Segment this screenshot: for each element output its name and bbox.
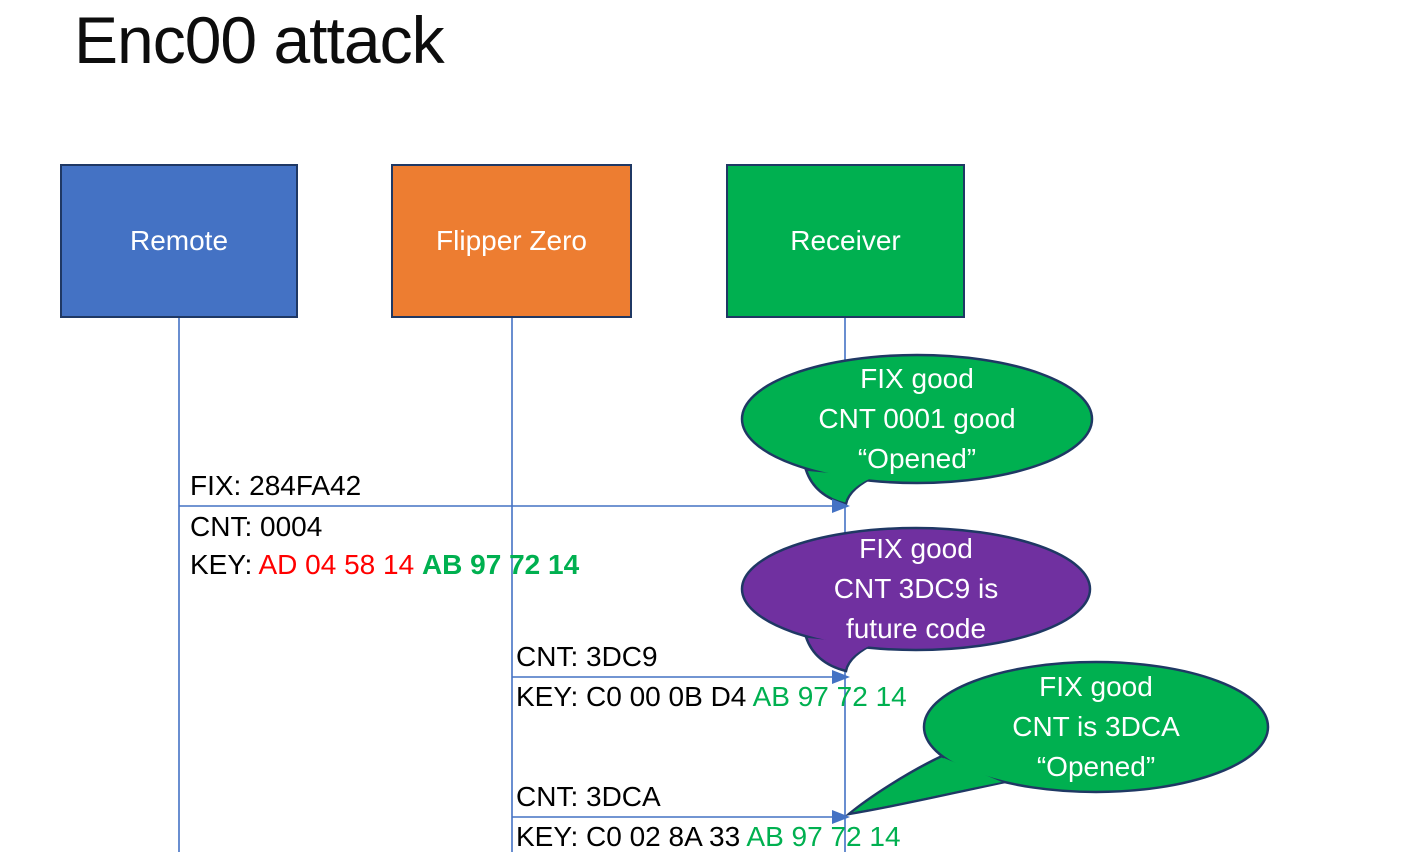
callout-bubble-opened-2 [844,660,1270,816]
callout1-line1: FIX good [860,363,974,394]
message2-cnt-line: CNT: 3DC9 [516,641,658,672]
callout1-text: FIX good CNT 0001 good “Opened” [818,359,1015,479]
callout-bubble-opened-1 [740,353,1094,506]
message1-key-line: KEY: AD 04 58 14 AB 97 72 14 [190,549,579,581]
message1-key-fixed-bytes: AB 97 72 14 [421,549,580,580]
slide-title: Enc00 attack [74,3,445,77]
callout3-line1: FIX good [1039,671,1153,702]
callout2-line3: future code [845,613,987,644]
callout-ellipse-2 [740,526,1092,652]
callout2-text: FIX good CNT 3DC9 is future code [834,529,998,649]
callout-ellipse-3 [922,660,1270,794]
callout3-line3: “Opened” [1036,751,1156,782]
callout-ellipse-1 [740,353,1094,485]
message2-key-fixed-bytes: AB 97 72 14 [752,681,907,712]
message3-key-line: KEY: C0 02 8A 33 AB 97 72 14 [516,821,901,853]
message3-cnt-line: CNT: 3DCA [516,781,661,812]
arrowhead-icon-1 [832,499,850,513]
callout3-line2: CNT is 3DCA [1012,711,1180,742]
callout3-text: FIX good CNT is 3DCA “Opened” [1012,667,1180,787]
callout1-line3: “Opened” [857,443,977,474]
arrowhead-icon-2 [832,670,850,684]
message1-key-label: KEY: [190,549,259,580]
callout2-line1: FIX good [859,533,973,564]
message1-key-old-bytes: AD 04 58 14 [258,549,422,580]
message2-key-label: KEY: C0 00 0B D4 [516,681,753,712]
callout1-line2: CNT 0001 good [818,403,1016,434]
message2-key-line: KEY: C0 00 0B D4 AB 97 72 14 [516,681,907,713]
message1-cnt-line: CNT: 0004 [190,511,323,542]
callout2-line2: CNT 3DC9 is [833,573,999,604]
actor-label-receiver: Receiver [790,225,901,256]
arrowhead-icon-3 [832,810,850,824]
message3-key-fixed-bytes: AB 97 72 14 [746,821,901,852]
actor-label-remote: Remote [129,225,229,256]
callout-bubble-future-code [740,526,1092,673]
actor-label-flipper-zero: Flipper Zero [436,225,587,256]
message1-fix-line: FIX: 284FA42 [190,470,362,501]
actor-box-receiver: Receiver [726,164,965,318]
actor-box-remote: Remote [60,164,298,318]
message3-key-label: KEY: C0 02 8A 33 [516,821,747,852]
actor-box-flipper-zero: Flipper Zero [391,164,632,318]
